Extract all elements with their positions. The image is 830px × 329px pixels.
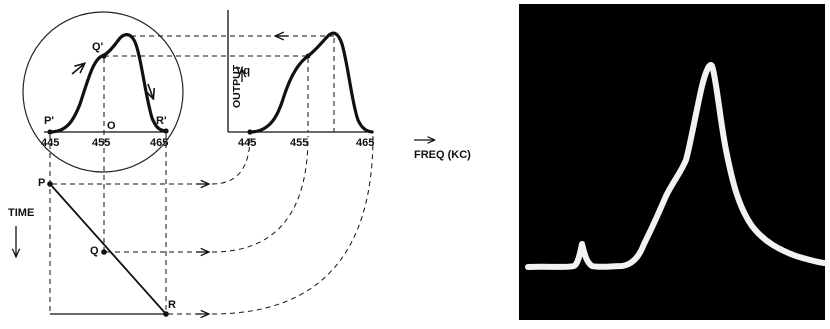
up-slope-arrow: [71, 64, 84, 75]
r-prime-label: R': [156, 115, 167, 127]
drop-lines: [49, 58, 167, 314]
time-label: TIME: [8, 207, 34, 219]
arc-q: [211, 135, 309, 253]
oscillogram-background: [519, 4, 825, 320]
arc-r: [211, 135, 374, 315]
response-q-dot: [305, 53, 311, 59]
r-prime-dot: [163, 128, 169, 134]
r-dot: [163, 311, 169, 317]
left-tick-465: 465: [150, 137, 168, 149]
o-label: O: [107, 120, 116, 132]
p-prime-label: P': [44, 115, 54, 127]
sweep-projection-lines: [52, 183, 210, 315]
q-dot: [101, 249, 107, 255]
sweep-group: P Q R TIME: [8, 177, 176, 317]
down-slope-arrow: [148, 83, 153, 98]
mapping-arcs: [211, 135, 374, 315]
q-prime-label: Q': [92, 41, 104, 53]
magnified-response-curve: [49, 33, 168, 134]
response-curve-group: OUTPUT Vq 445 455 465 FREQ (KC): [227, 10, 471, 161]
r-label: R: [168, 299, 176, 311]
transfer-lines: [104, 35, 334, 57]
p-label: P: [38, 177, 45, 189]
right-tick-465: 465: [356, 137, 374, 149]
response-curve: [249, 31, 374, 134]
left-tick-445: 445: [41, 137, 59, 149]
oscillogram-trace: [525, 62, 827, 270]
sweep-ramp: [49, 183, 167, 315]
vq-label: Vq: [236, 65, 250, 77]
left-tick-455: 455: [92, 137, 110, 149]
p-prime-dot: [47, 129, 53, 135]
p-dot: [47, 181, 53, 187]
q-label: Q: [90, 245, 99, 257]
right-tick-455: 455: [290, 137, 308, 149]
oscillogram-panel: [519, 4, 827, 320]
output-axis-label: OUTPUT: [231, 64, 243, 108]
magnifier-circle: [22, 11, 184, 173]
right-tick-445: 445: [238, 137, 256, 149]
response-start-dot: [247, 129, 253, 135]
freq-axis-label: FREQ (KC): [414, 149, 471, 161]
sweep-projection-arrows: [196, 184, 208, 314]
